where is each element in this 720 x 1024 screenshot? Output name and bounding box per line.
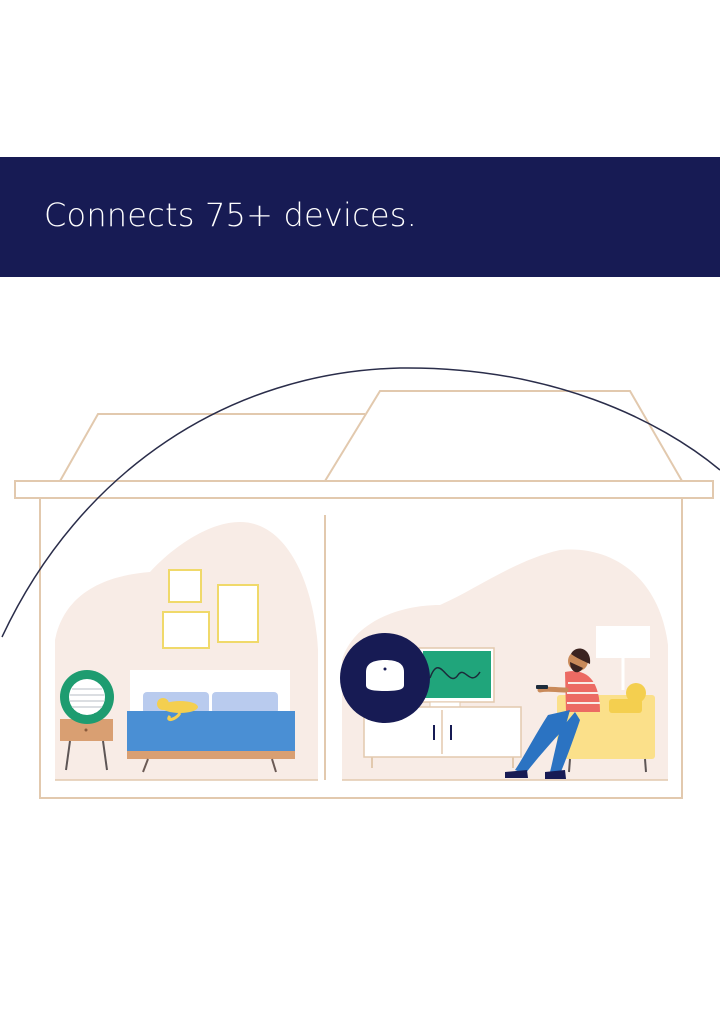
bed bbox=[127, 670, 295, 773]
house-walls bbox=[39, 498, 683, 799]
wifi-coverage-arc bbox=[1, 367, 720, 638]
wall-frames bbox=[162, 569, 259, 649]
tv-icon bbox=[418, 647, 495, 709]
cat-icon bbox=[157, 698, 198, 722]
lamp-icon bbox=[596, 626, 650, 690]
router-icon bbox=[340, 633, 430, 723]
headline-text: Connects 75+ devices. bbox=[44, 196, 418, 234]
roof bbox=[59, 390, 683, 482]
roof-beam bbox=[14, 480, 714, 499]
air-purifier-icon bbox=[60, 670, 114, 724]
person-on-sofa bbox=[505, 648, 600, 779]
headline-banner bbox=[0, 157, 720, 277]
side-table bbox=[60, 719, 113, 771]
